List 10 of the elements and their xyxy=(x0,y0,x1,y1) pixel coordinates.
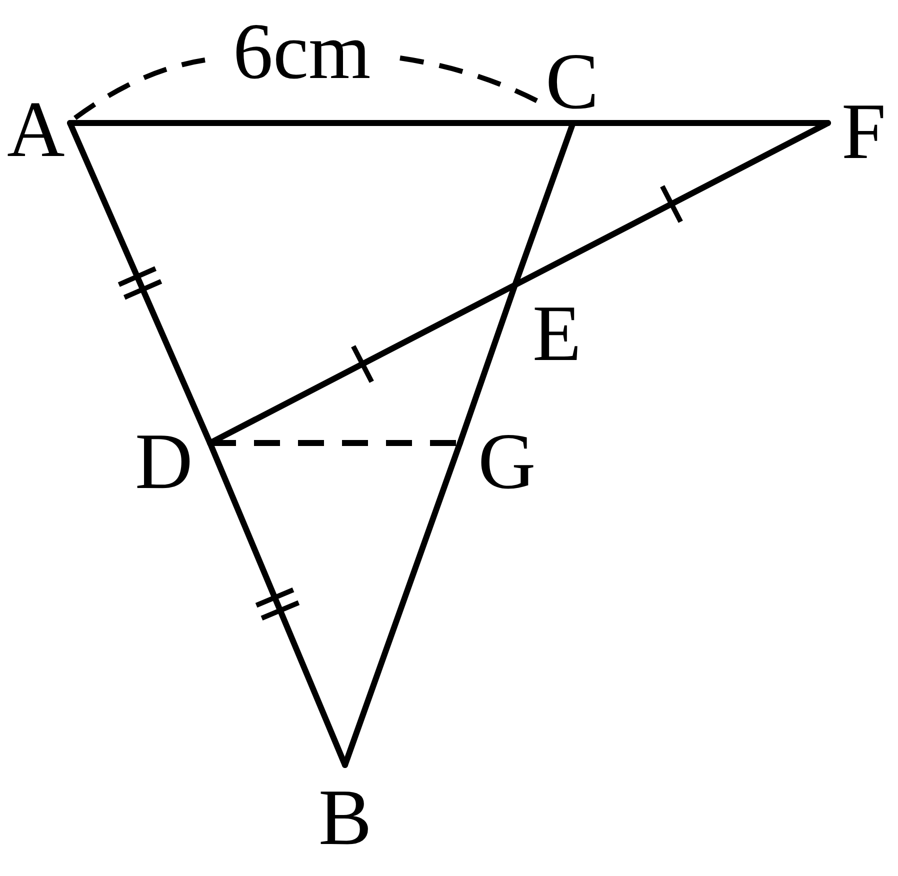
vertex-label: F xyxy=(842,92,886,172)
vertex-label: B xyxy=(318,778,372,858)
vertex-label: G xyxy=(478,422,536,502)
dimension-label: 6cm xyxy=(233,12,371,92)
vertex-label: A xyxy=(7,90,65,170)
line-segment xyxy=(67,120,213,446)
vertex-label: C xyxy=(546,42,599,122)
vertex-label: E xyxy=(532,294,582,374)
line-segment xyxy=(342,440,463,768)
vertex-label: D xyxy=(135,422,193,502)
